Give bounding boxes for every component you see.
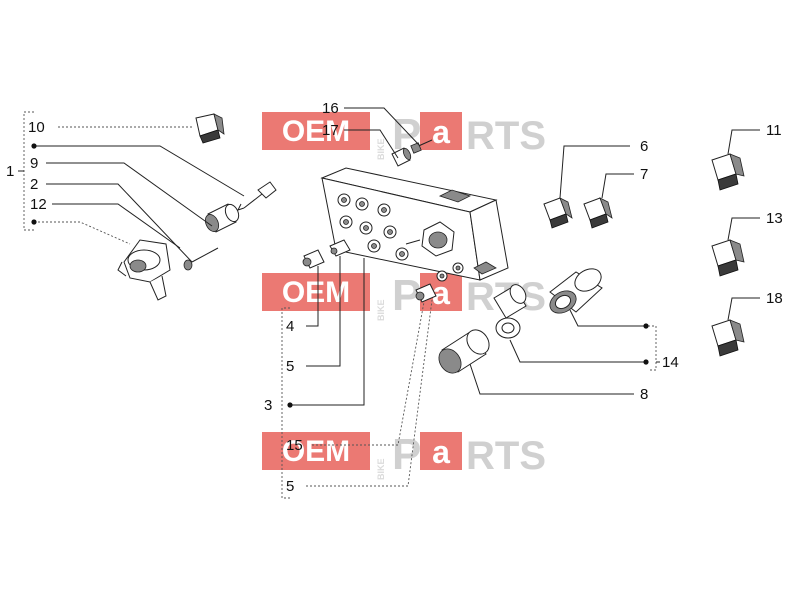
label-5-lower: 5 <box>286 478 294 495</box>
part-bulb-4 <box>302 249 325 269</box>
watermark-oem-text: OEM <box>282 276 350 309</box>
part-key-9 <box>237 181 277 211</box>
label-7: 7 <box>640 166 648 183</box>
label-8: 8 <box>640 386 648 403</box>
label-10: 10 <box>28 119 45 136</box>
label-9: 9 <box>30 155 38 172</box>
watermark-rts-text: RTS <box>466 114 546 158</box>
watermark-oem-text: OEM <box>282 435 350 468</box>
leader-dots <box>31 143 649 408</box>
part-screw-12 <box>183 247 219 271</box>
label-2: 2 <box>30 176 38 193</box>
label-12: 12 <box>30 196 47 213</box>
watermark-p-text: P <box>392 430 421 479</box>
watermark-bike-text: BIKE <box>376 299 386 321</box>
part-bulb-15 <box>415 283 437 303</box>
part-instrument-panel <box>320 167 509 282</box>
watermark-bike-text: BIKE <box>376 458 386 480</box>
label-16: 16 <box>322 100 339 117</box>
watermark-oem-text: OEM <box>282 115 350 148</box>
part-tube-14 <box>493 284 527 319</box>
part-switch-13 <box>711 239 745 277</box>
label-17: 17 <box>322 122 339 139</box>
label-11: 11 <box>766 122 782 139</box>
part-screw-16 <box>410 139 433 154</box>
part-ignition-switch <box>117 239 171 301</box>
label-1: 1 <box>6 163 14 180</box>
watermark-a-text: a <box>432 275 450 311</box>
part-spacer-17 <box>391 147 412 167</box>
label-5-upper: 5 <box>286 358 294 375</box>
watermark-a-text: a <box>432 434 450 470</box>
watermark-rts-text: RTS <box>466 434 546 478</box>
part-switch-6 <box>543 197 573 229</box>
part-switch-11 <box>711 153 745 191</box>
leader-lines <box>18 107 760 499</box>
part-sleeve-2 <box>204 203 240 233</box>
part-cylinder-14 <box>549 268 603 314</box>
label-15: 15 <box>286 437 303 454</box>
watermark-bike-text: BIKE <box>376 138 386 160</box>
label-18: 18 <box>766 290 783 307</box>
watermark-a-text: a <box>432 114 450 150</box>
part-switch-18 <box>711 319 745 357</box>
label-3: 3 <box>264 397 272 414</box>
watermark-top: OEM BIKE P a RTS <box>262 110 546 160</box>
label-6: 6 <box>640 138 648 155</box>
part-switch-7 <box>583 197 613 229</box>
watermark-middle: OEM BIKE P a RTS <box>262 271 546 321</box>
part-cap-8 <box>438 329 490 374</box>
watermark-bottom: OEM BIKE P a RTS <box>262 430 546 480</box>
part-switch-10 <box>195 113 225 144</box>
label-4: 4 <box>286 318 294 335</box>
label-13: 13 <box>766 210 783 227</box>
label-14: 14 <box>662 354 679 371</box>
part-bulb-holder-5a <box>329 239 351 257</box>
part-ring-14 <box>495 317 521 339</box>
